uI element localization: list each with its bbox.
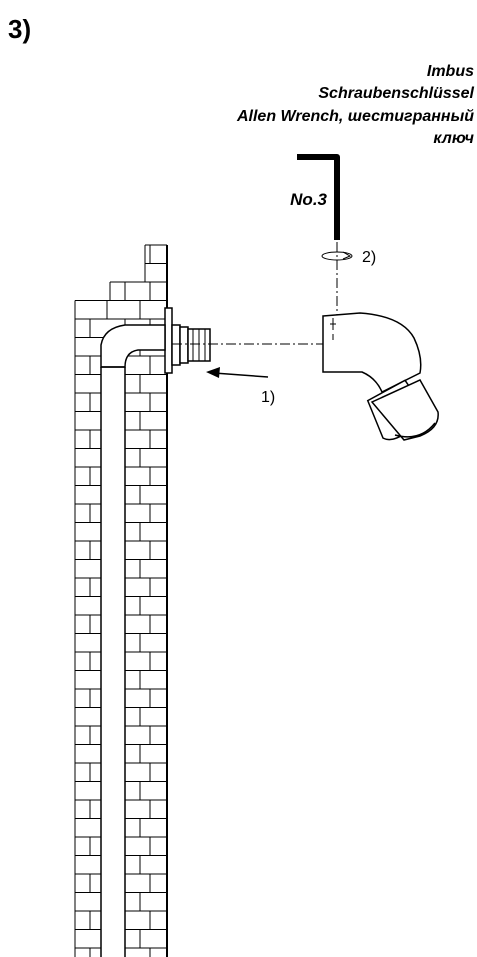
vertical-pipe (100, 367, 126, 957)
wall-flange (164, 307, 173, 374)
pipe-elbow (100, 324, 166, 368)
wrench-size-label: No.3 (290, 190, 327, 209)
tool-label-line-1: Imbus (427, 63, 474, 80)
allen-wrench-icon (297, 154, 340, 240)
step-number: 3) (8, 14, 31, 44)
tool-label-line-4: ключ (433, 130, 474, 147)
elbow-fitting (322, 312, 439, 441)
tool-label-line-2: Schraubenschlüssel (318, 85, 474, 102)
wall-connector (171, 324, 211, 366)
push-arrow-icon (206, 367, 269, 378)
tool-label-line-3: Allen Wrench, шестигранный (236, 108, 474, 125)
step-2-label: 2) (362, 249, 376, 266)
step-1-label: 1) (261, 389, 275, 406)
